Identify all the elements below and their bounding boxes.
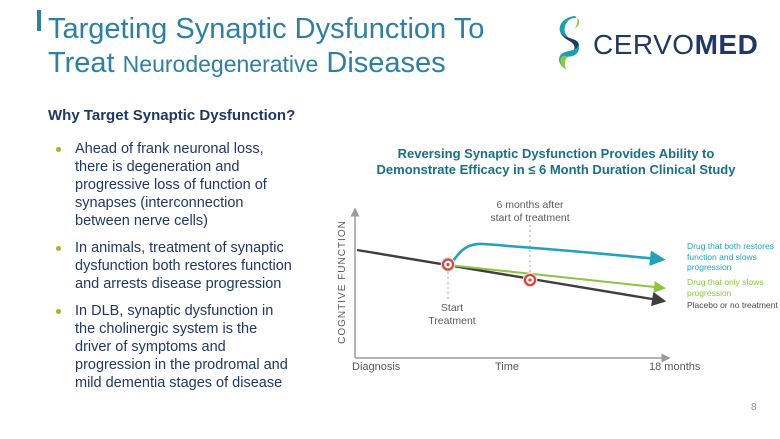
bullet-text: In DLB, synaptic dysfunction in the chol… bbox=[75, 303, 288, 391]
page-title-line2: Treat Neurodegenerative Diseases bbox=[48, 47, 446, 79]
annotation-six-months: 6 months after start of treatment bbox=[490, 199, 570, 224]
bullet-text: Ahead of frank neuronal loss, there is d… bbox=[75, 141, 267, 229]
bullet-dot-icon bbox=[56, 246, 61, 251]
bullet-text: In animals, treatment of synaptic dysfun… bbox=[75, 240, 292, 292]
seahorse-icon bbox=[559, 15, 580, 70]
list-item: In animals, treatment of synaptic dysfun… bbox=[48, 239, 293, 293]
placebo-line bbox=[356, 248, 667, 307]
company-logo: CERVOMED bbox=[554, 14, 758, 76]
y-axis-label: COGNTIVE FUNCTION bbox=[337, 220, 348, 344]
bullet-dot-icon bbox=[56, 147, 61, 152]
x-tick-time: Time bbox=[495, 361, 520, 373]
logo-text-cervo: CERVO bbox=[593, 29, 695, 60]
annotation-start-treatment: Start Treatment bbox=[428, 302, 476, 327]
x-tick-diagnosis: Diagnosis bbox=[352, 361, 401, 373]
logo-text-med: MED bbox=[694, 29, 759, 60]
title-accent-bar bbox=[37, 10, 41, 31]
page-title: Targeting Synaptic Dysfunction To Treat … bbox=[48, 12, 553, 81]
page-title-line1: Targeting Synaptic Dysfunction To bbox=[48, 13, 485, 45]
section-heading: Why Target Synaptic Dysfunction? bbox=[48, 107, 296, 124]
page-number: 8 bbox=[751, 402, 757, 413]
bullet-dot-icon bbox=[56, 309, 61, 314]
list-item: Ahead of frank neuronal loss, there is d… bbox=[48, 140, 293, 230]
chart-canvas bbox=[350, 207, 671, 363]
six-months-marker bbox=[522, 272, 538, 288]
legend-restore-function: Drug that both restores function and slo… bbox=[687, 241, 774, 272]
start-treatment-marker bbox=[440, 257, 456, 272]
legend-placebo: Placebo or no treatment bbox=[687, 300, 778, 310]
bullet-list: Ahead of frank neuronal loss, there is d… bbox=[48, 140, 308, 401]
x-tick-18-months: 18 months bbox=[649, 361, 701, 373]
restore-function-line bbox=[447, 242, 666, 266]
figure-title: Reversing Synaptic Dysfunction Provides … bbox=[376, 146, 736, 177]
page-title-emphasis: Neurodegenerative bbox=[122, 51, 319, 77]
list-item: In DLB, synaptic dysfunction in the chol… bbox=[48, 302, 293, 392]
legend-slow-progression: Drug that only slows progression bbox=[687, 277, 764, 298]
slow-progression-line bbox=[447, 264, 666, 293]
logo-wordmark: CERVOMED bbox=[593, 29, 758, 61]
